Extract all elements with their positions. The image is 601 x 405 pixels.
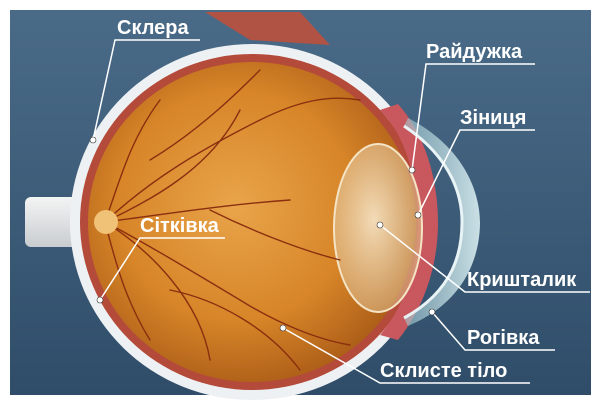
label-vitreous: Склисте тіло: [380, 360, 507, 382]
label-retina: Сітківка: [140, 215, 220, 237]
label-pupil: Зіниця: [460, 107, 526, 129]
label-lens: Кришталик: [467, 269, 577, 291]
label-iris: Райдужка: [426, 41, 523, 63]
label-cornea: Рогівка: [467, 327, 540, 349]
label-sclera: Склера: [117, 17, 189, 39]
optic-disc: [94, 210, 118, 234]
